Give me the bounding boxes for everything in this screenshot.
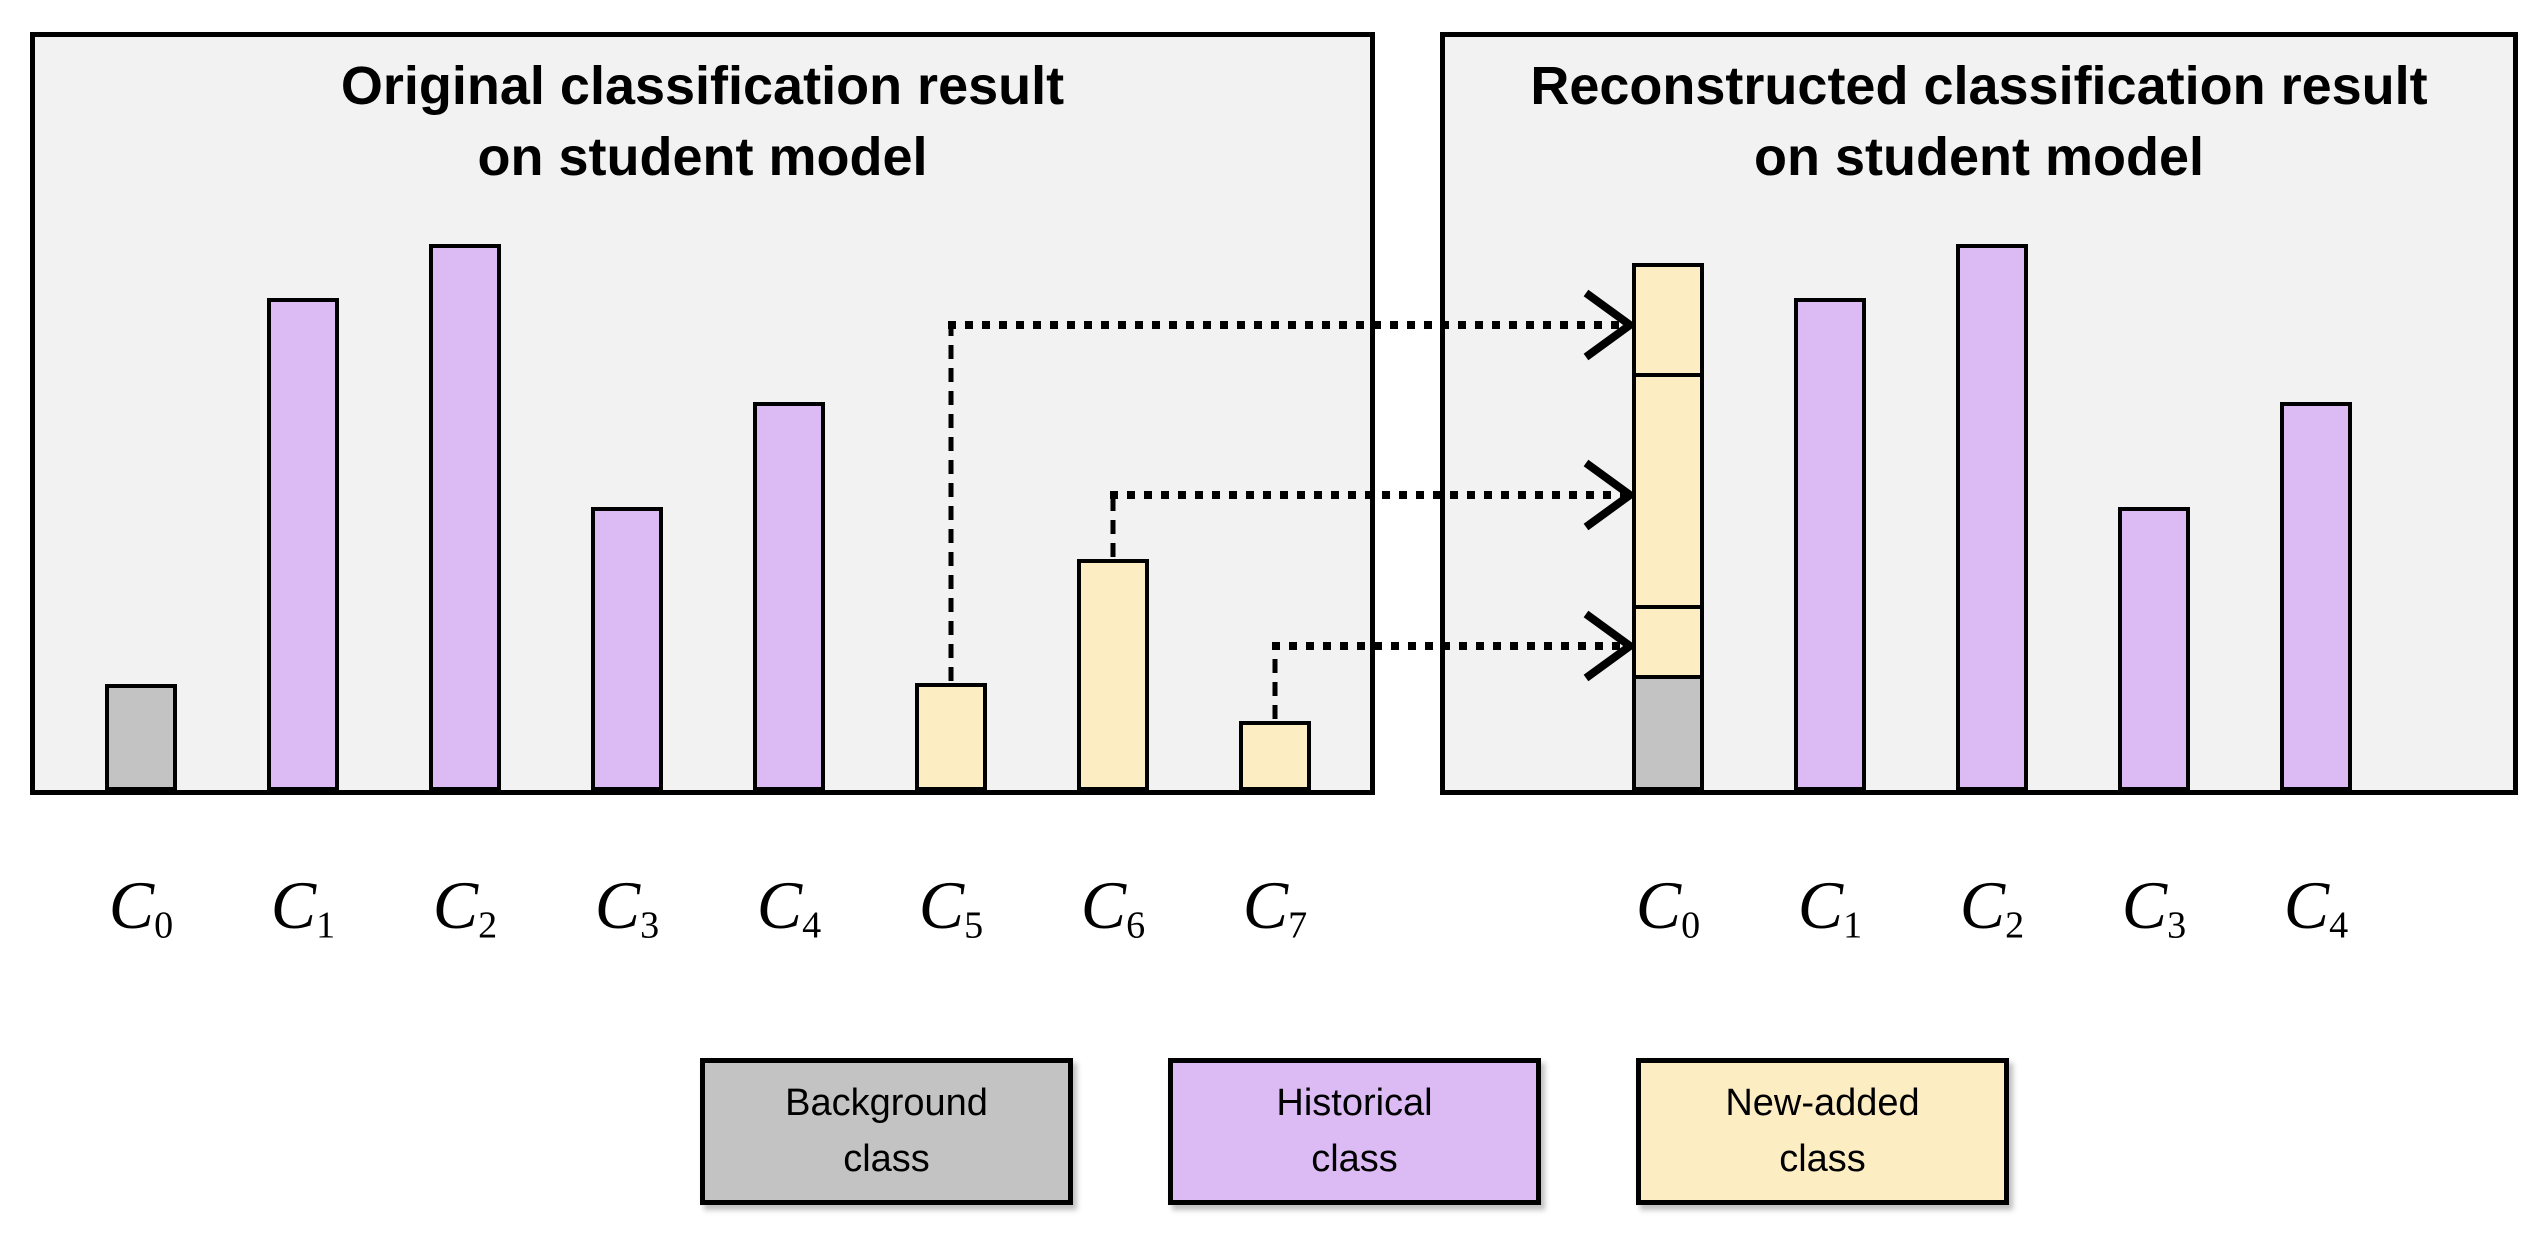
legend-label-line2: class (1311, 1137, 1398, 1180)
class-label-c1-reconstructed: C1 (1750, 866, 1910, 948)
bar-c0-original (105, 684, 177, 791)
class-label-c4-original: C4 (709, 866, 869, 948)
class-label-c7-original: C7 (1195, 866, 1355, 948)
class-letter: C (270, 867, 317, 943)
class-label-c2-reconstructed: C2 (1912, 866, 2072, 948)
bar-c6-original (1077, 559, 1149, 791)
bar-c4-reconstructed (2280, 402, 2352, 791)
stack-segment-c7 (1636, 607, 1700, 677)
legend-label-line1: Background (785, 1082, 988, 1125)
class-letter: C (1959, 867, 2006, 943)
stack-segment-c0 (1636, 677, 1700, 787)
legend-item-new_added: New-added class (1636, 1058, 2009, 1205)
bar-c4-original (753, 402, 825, 791)
legend-label-line2: class (1779, 1137, 1866, 1180)
class-index: 4 (802, 904, 822, 947)
legend-label-line1: Historical (1276, 1082, 1433, 1125)
class-index: 0 (1681, 904, 1701, 947)
legend-item-historical: Historical class (1168, 1058, 1541, 1205)
class-letter: C (1080, 867, 1127, 943)
original-panel-title-line1: Original classification result (340, 56, 1065, 116)
class-index: 5 (964, 904, 984, 947)
bar-c2-original (429, 244, 501, 791)
class-letter: C (1797, 867, 1844, 943)
bar-c3-reconstructed (2118, 507, 2190, 791)
legend-item-background: Background class (700, 1058, 1073, 1205)
class-letter: C (1635, 867, 1682, 943)
class-label-c0-original: C0 (61, 866, 221, 948)
class-index: 0 (154, 904, 174, 947)
class-letter: C (108, 867, 155, 943)
class-letter: C (594, 867, 641, 943)
class-letter: C (918, 867, 965, 943)
class-index: 3 (2167, 904, 2187, 947)
class-index: 1 (316, 904, 336, 947)
reconstructed-panel-title: Reconstructed classification result on s… (1445, 51, 2513, 194)
legend-label-line1: New-added (1725, 1082, 1920, 1125)
class-index: 3 (640, 904, 660, 947)
class-index: 2 (478, 904, 498, 947)
class-label-c6-original: C6 (1033, 866, 1193, 948)
class-index: 1 (1843, 904, 1863, 947)
stack-segment-c5 (1636, 267, 1700, 375)
stack-segment-divider (1636, 605, 1700, 609)
class-index: 2 (2005, 904, 2025, 947)
bar-c1-original (267, 298, 339, 791)
bar-c1-reconstructed (1794, 298, 1866, 791)
class-letter: C (756, 867, 803, 943)
class-letter: C (432, 867, 479, 943)
class-letter: C (2283, 867, 2330, 943)
stacked-bar-c0-reconstructed (1632, 263, 1704, 791)
class-index: 7 (1288, 904, 1308, 947)
class-label-c3-original: C3 (547, 866, 707, 948)
original-panel-title-line2: on student model (477, 127, 928, 188)
class-letter: C (1242, 867, 1289, 943)
class-label-c2-original: C2 (385, 866, 545, 948)
class-label-c1-original: C1 (223, 866, 383, 948)
class-index: 4 (2329, 904, 2349, 947)
original-panel-title: Original classification result on studen… (35, 51, 1370, 194)
class-letter: C (2121, 867, 2168, 943)
bar-c7-original (1239, 721, 1311, 791)
stack-segment-divider (1636, 675, 1700, 679)
legend-label-line2: class (843, 1137, 930, 1180)
stack-segment-c6 (1636, 375, 1700, 607)
reconstructed-panel-title-line2: on student model (1754, 127, 2204, 188)
class-label-c3-reconstructed: C3 (2074, 866, 2234, 948)
bar-c3-original (591, 507, 663, 791)
stack-segment-divider (1636, 373, 1700, 377)
class-label-c5-original: C5 (871, 866, 1031, 948)
class-label-c0-reconstructed: C0 (1588, 866, 1748, 948)
reconstructed-panel-title-line1: Reconstructed classification result (1530, 56, 2428, 116)
original-result-panel: Original classification result on studen… (30, 32, 1375, 795)
class-label-c4-reconstructed: C4 (2236, 866, 2396, 948)
bar-c2-reconstructed (1956, 244, 2028, 791)
bar-c5-original (915, 683, 987, 791)
class-index: 6 (1126, 904, 1146, 947)
